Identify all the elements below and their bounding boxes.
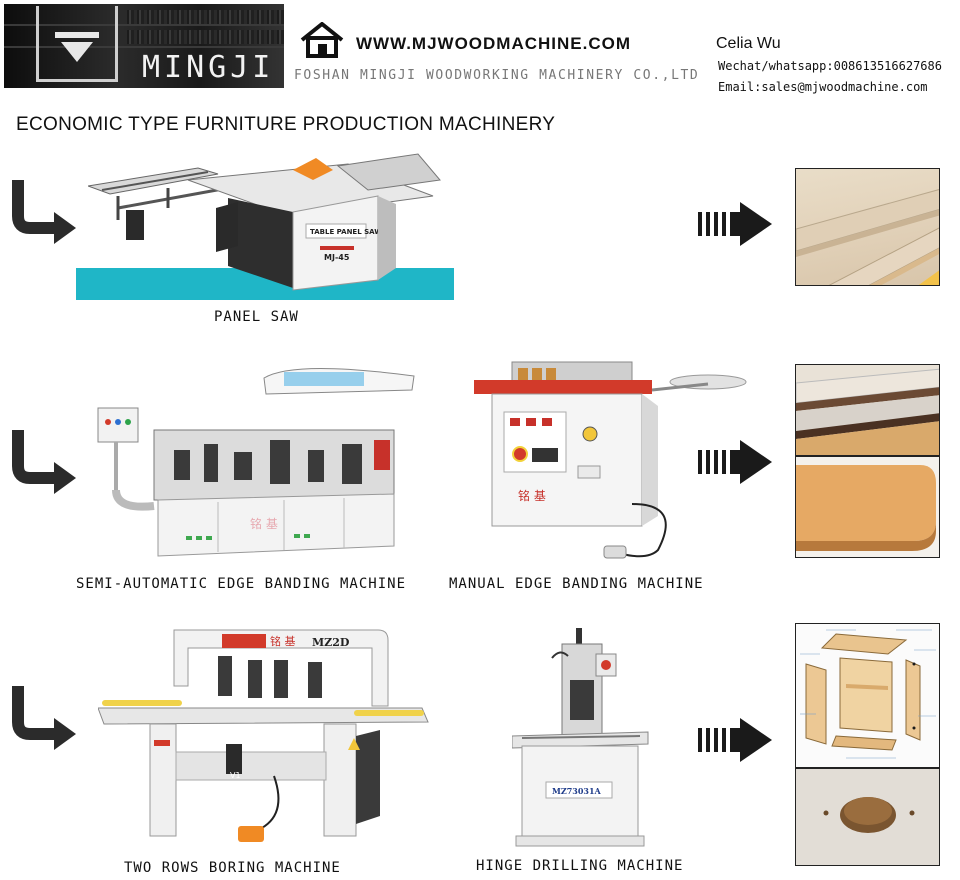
- website-link[interactable]: WWW.MJWOODMACHINE.COM: [356, 34, 632, 53]
- product-image-cabinet-diagram: [795, 623, 940, 768]
- logo: MINGJI: [4, 4, 284, 88]
- semi-auto-edge-banding-machine: 铭 基: [97, 367, 415, 557]
- saw-plate-text: TABLE PANEL SAW: [310, 228, 382, 236]
- contact-name: Celia Wu: [716, 35, 781, 52]
- machine-label: TWO ROWS BORING MACHINE: [124, 860, 341, 876]
- panel-saw-machine: TABLE PANEL SAW MJ-45: [88, 153, 441, 291]
- two-rows-boring-machine: 铭 基 MZ2D V1: [98, 629, 429, 842]
- manual-edge-banding-machine: 铭 基: [474, 361, 747, 559]
- svg-text:铭 基: 铭 基: [250, 516, 278, 531]
- svg-text:铭 基: 铭 基: [270, 634, 296, 648]
- saw-model-text: MJ-45: [324, 253, 350, 262]
- contact-wechat: Wechat/whatsapp:008613516627686: [718, 59, 942, 73]
- hinge-drilling-machine: MZ73031A: [512, 628, 649, 847]
- dashed-arrow-icon: [698, 440, 772, 484]
- logo-mark: [36, 6, 118, 82]
- machine-label: MANUAL EDGE BANDING MACHINE: [449, 576, 704, 592]
- turn-arrow-icon: [12, 180, 76, 244]
- boring-model-text: MZ2D: [312, 636, 350, 649]
- machine-label: SEMI-AUTOMATIC EDGE BANDING MACHINE: [76, 576, 407, 592]
- dashed-arrow-icon: [698, 202, 772, 246]
- machine-label: HINGE DRILLING MACHINE: [476, 858, 684, 874]
- svg-text:铭 基: 铭 基: [518, 488, 546, 503]
- turn-arrow-icon: [12, 430, 76, 494]
- machine-label: PANEL SAW: [214, 309, 299, 325]
- product-image-hinge-hole: [795, 768, 940, 866]
- company-name: FOSHAN MINGJI WOODWORKING MACHINERY CO.,…: [294, 68, 700, 83]
- section-title: ECONOMIC TYPE FURNITURE PRODUCTION MACHI…: [16, 114, 556, 135]
- house-icon: [300, 22, 344, 58]
- turn-arrow-icon: [12, 686, 76, 750]
- hinge-model-text: MZ73031A: [552, 786, 602, 796]
- logo-text: MINGJI: [142, 50, 275, 85]
- svg-text:V1: V1: [230, 771, 241, 780]
- dashed-arrow-icon: [698, 718, 772, 762]
- product-image-rounded-edge: [795, 456, 940, 558]
- product-image-edged-boards: [795, 364, 940, 456]
- product-image-boards: [795, 168, 940, 286]
- contact-email[interactable]: Email:sales@mjwoodmachine.com: [718, 80, 928, 94]
